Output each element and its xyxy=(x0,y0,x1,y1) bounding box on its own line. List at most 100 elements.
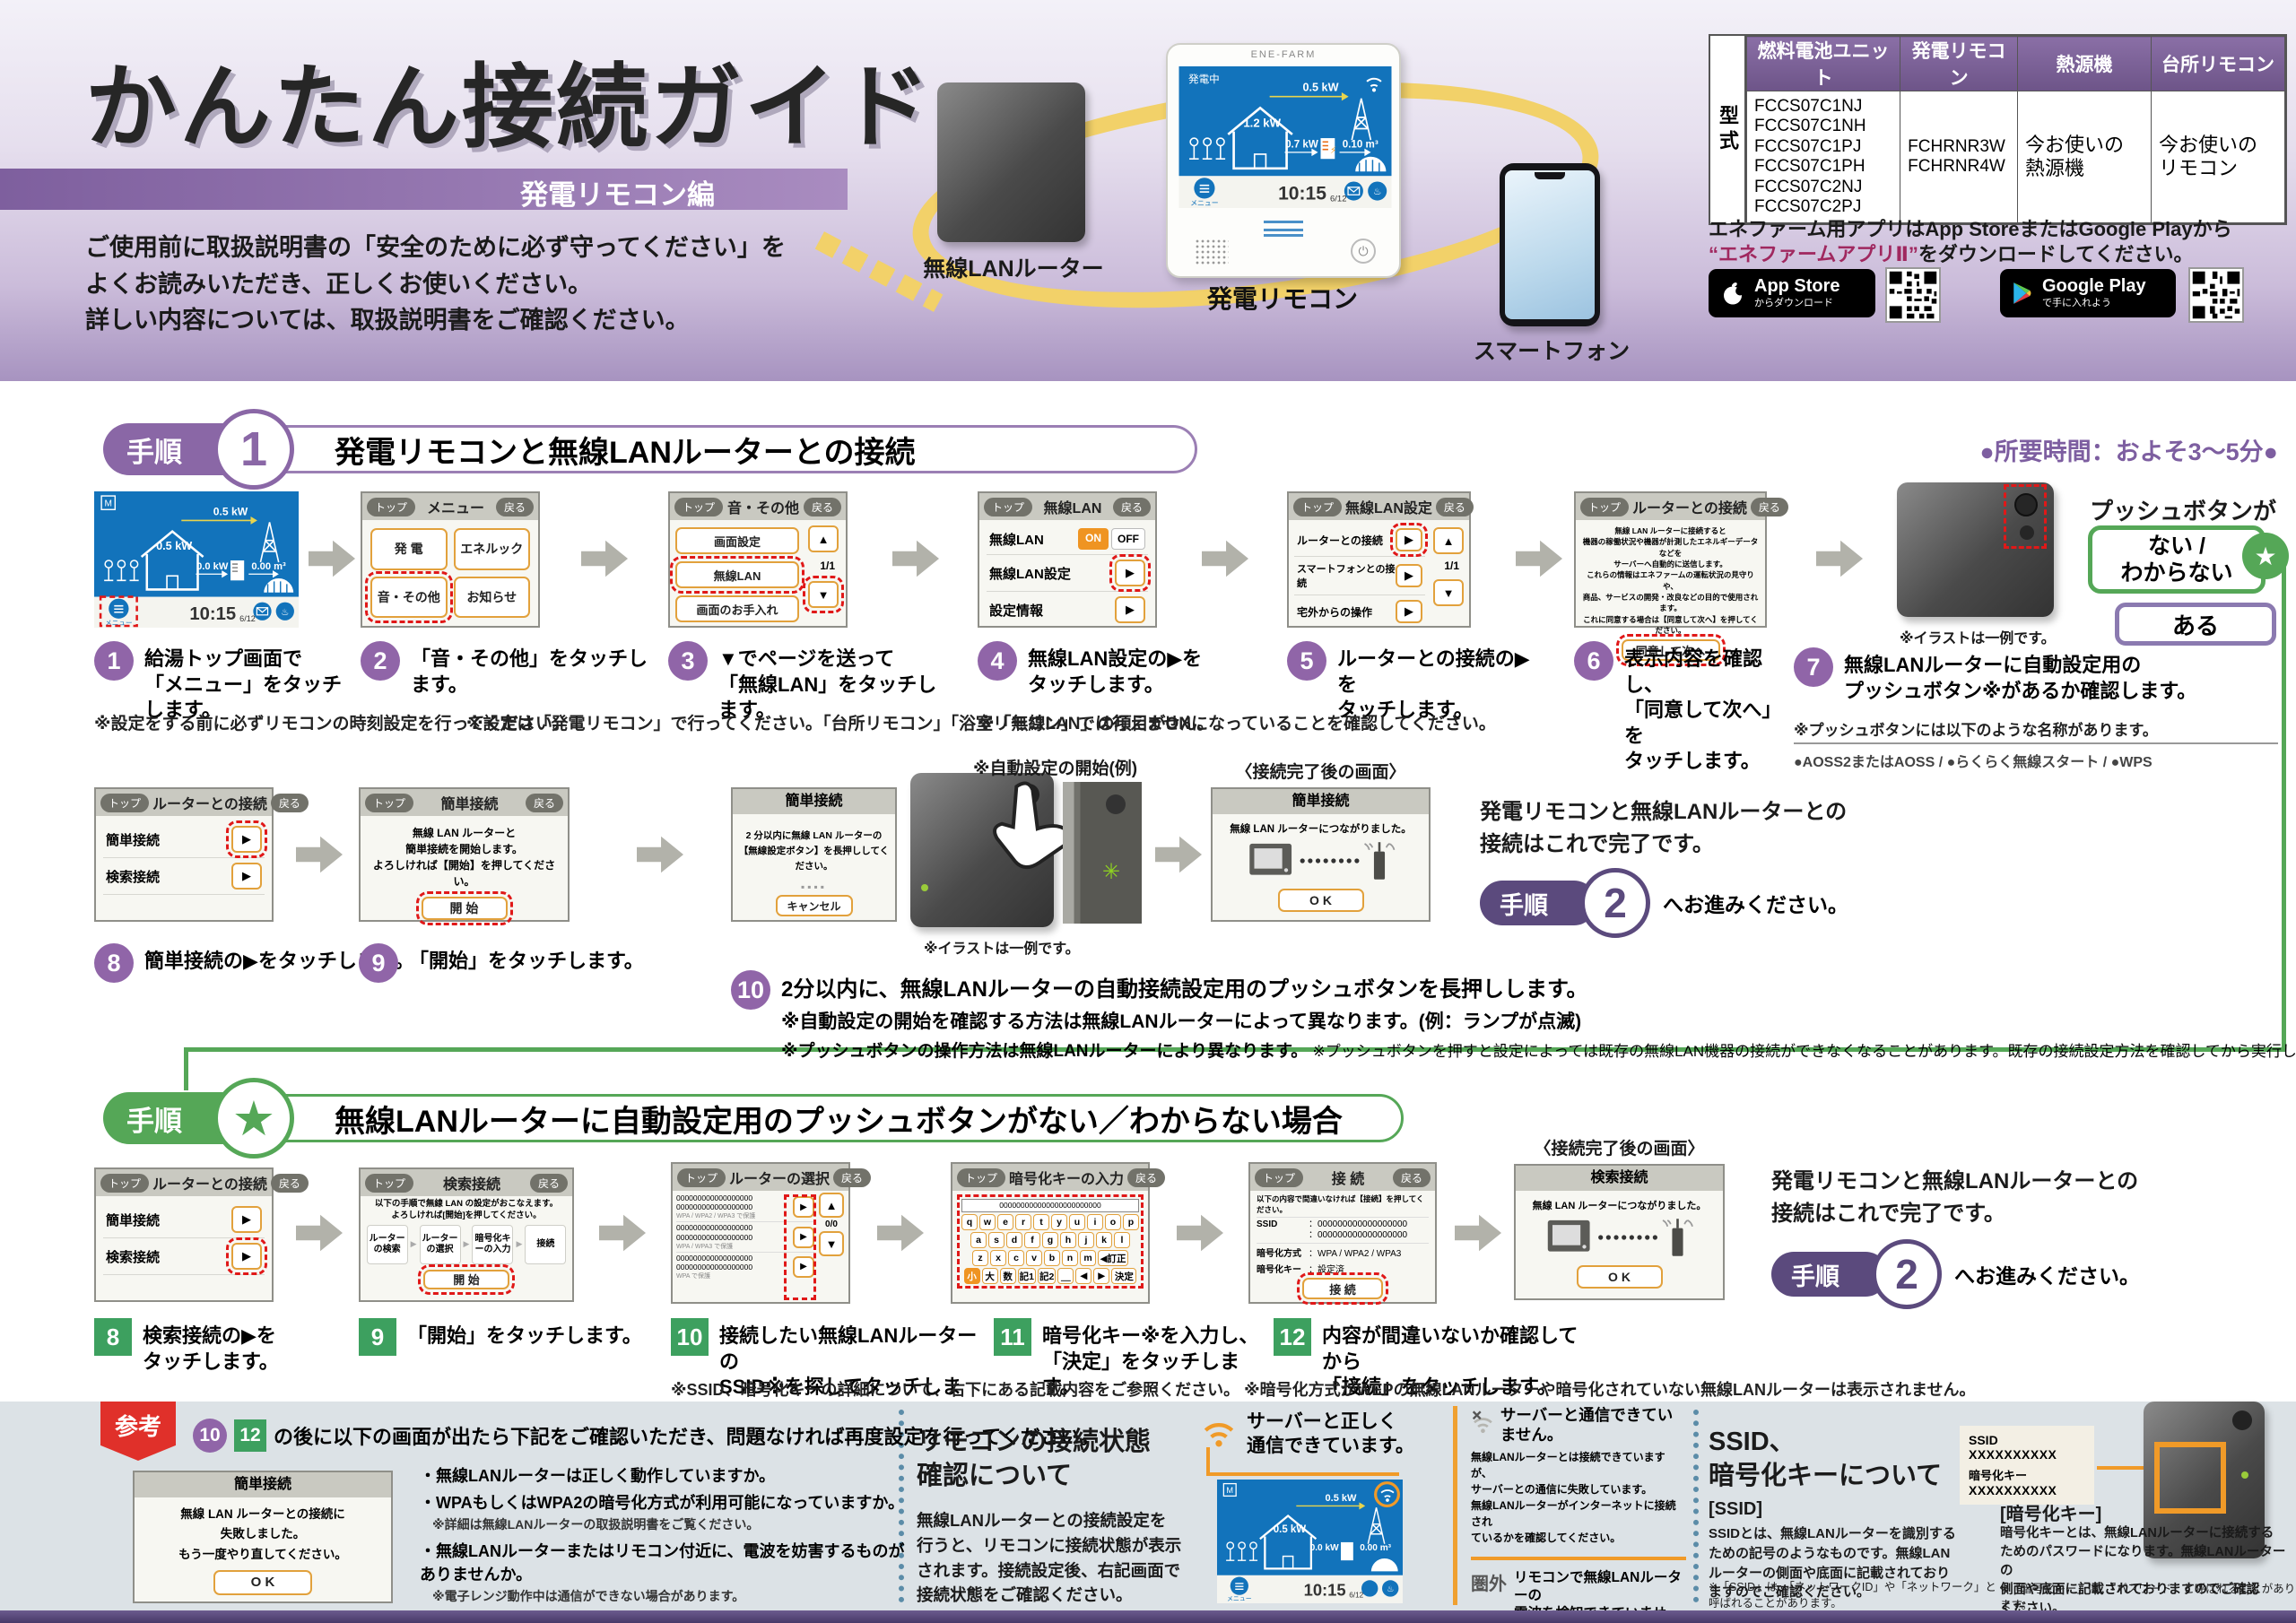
wlan-settings-label: 無線LAN設定 xyxy=(989,566,1071,582)
screen-sound-other: トップ音・その他戻る 画面設定 無線LAN 画面のお手入れ ▲ 1/1 ▼ xyxy=(668,491,848,628)
model-spec-table: 型式 燃料電池ユニット 発電リモコン 熱源機 台所リモコン FCCS07C1NJ… xyxy=(1709,34,2287,226)
screen-key-input: トップ暗号化キーの入力戻る 000000000000000000000000 q… xyxy=(951,1162,1166,1304)
lowercase-key: 小 xyxy=(963,1268,980,1284)
app-name: “エネファームアプリⅡ” xyxy=(1709,243,1918,265)
note-time-setting: ※設定をする前に必ずリモコンの時刻設定を行ってください。 xyxy=(94,715,570,733)
svg-text:10:15: 10:15 xyxy=(1304,1581,1346,1600)
arrow-icon xyxy=(1155,836,1202,873)
power-remote-illustration: ENE-FARM 発電中 1.2 kW 0.5 kW 0.7 kW xyxy=(1166,43,1401,278)
search-confirm-text: 以下の手順で無線 LAN の設定がおこなえます。 よろしければ[開始]を押してく… xyxy=(374,1199,559,1221)
step10-note1: ※自動設定の開始を確認する方法は無線LANルーターによって異なります。(例：ラン… xyxy=(781,1011,1582,1033)
screen-consent: トップルーターとの接続戻る 無線 LAN ルーターに接続すると 機器の稼働状況や… xyxy=(1574,491,1788,667)
status-ok-text: サーバーと正しく 通信できています。 xyxy=(1247,1411,1414,1457)
apple-icon xyxy=(1724,282,1745,305)
svg-text:⚡: ⚡ xyxy=(1330,145,1336,156)
menu-item-power: 発 電 xyxy=(370,528,448,570)
remote-router-link-icon xyxy=(1547,1219,1693,1256)
arrow-icon xyxy=(599,1214,646,1252)
googleplay-icon xyxy=(2013,282,2031,304)
svg-text:0.5 kW: 0.5 kW xyxy=(1326,1493,1358,1504)
remote-brand: ENE-FARM xyxy=(1250,49,1317,60)
status-title: リモコンの接続状態 確認について xyxy=(917,1428,1152,1490)
backspace-key: ◀訂正 xyxy=(1098,1250,1128,1266)
cancel-button: キャンセル xyxy=(775,895,853,917)
search-connect-next-button: ▶ xyxy=(231,863,262,890)
screen-search-done: 検索接続 無線 LAN ルーターにつながりました。 O K xyxy=(1514,1164,1725,1300)
screen-menu: トップメニュー戻る 発 電 エネルック 音・その他 お知らせ xyxy=(361,491,540,628)
router-connect-next-button: ▶ xyxy=(1390,523,1428,557)
arrow-icon xyxy=(892,540,939,577)
menu-label: メニュー xyxy=(1190,199,1219,207)
connected-text: 無線 LAN ルーターにつながりました。 xyxy=(1230,824,1412,835)
start-button: 開 始 xyxy=(418,1263,515,1295)
menu-item-sound-other: 音・その他 xyxy=(365,570,453,623)
item-wireless-lan: 無線LAN xyxy=(670,556,804,594)
step-label-3: 3▼でページを送って 「無線LAN」をタッチします。 xyxy=(668,641,937,724)
lamp-panel: ✳ xyxy=(1063,782,1142,924)
select-ssid-1-button: ▶ xyxy=(793,1196,814,1219)
appstore-badge: App Store からダウンロード xyxy=(1709,269,1875,317)
wifi-icon xyxy=(1366,77,1382,88)
setting-info-label: 設定情報 xyxy=(989,603,1044,619)
spec-row-header: 型式 xyxy=(1710,36,1746,224)
push-question: プッシュボタンが xyxy=(2090,498,2277,525)
router-label: 無線LANルーター xyxy=(923,256,1104,282)
svg-text:メニュー: メニュー xyxy=(1227,1596,1252,1602)
ssid-note: ※「SSID」は、「ネットワークID」や「ネットワーク」と 呼ばれることがありま… xyxy=(1709,1581,1996,1610)
duration-note: ●所要時間：およそ3～5分● xyxy=(1979,438,2278,465)
done-label: 〈接続完了後の画面〉 xyxy=(1235,763,1406,782)
screen-search-confirm: トップ検索接続戻る 以下の手順で無線 LAN の設定がおこなえます。 よろしけれ… xyxy=(359,1167,574,1302)
out-of-range-label: 圏外 xyxy=(1471,1574,1507,1594)
option-has-pushbutton: ある xyxy=(2115,603,2276,646)
svg-text:♨: ♨ xyxy=(281,608,289,618)
gas-value: 0.10 m³ xyxy=(1343,140,1378,151)
ssid-info-title: SSID、 暗号化キーについて xyxy=(1709,1428,1943,1490)
wifi-ok-icon xyxy=(1204,1423,1234,1447)
screen-router-select: トップルーターの選択戻る 000000000000000000 00000000… xyxy=(671,1162,872,1304)
ssid-heading: [SSID] xyxy=(1709,1499,1762,1519)
googleplay-caption: で手に入れよう xyxy=(2042,298,2111,308)
page-indicator: 1/1 xyxy=(820,560,835,572)
green-connector-h xyxy=(184,1047,2286,1052)
col-fuel-cell: 燃料電池ユニット xyxy=(1745,36,1901,91)
svg-text:10:15: 10:15 xyxy=(189,604,236,624)
label-location-highlight xyxy=(2154,1442,2226,1514)
remote-label: 発電リモコン xyxy=(1206,285,1358,313)
svg-text:0.5 kW: 0.5 kW xyxy=(213,505,248,517)
easy-confirm-text: 無線 LAN ルーターと 簡単接続を開始します。 よろしければ【開始】を押してく… xyxy=(372,827,556,888)
phone-label: スマートフォン xyxy=(1473,339,1631,364)
note-remote-type: ※設定は「発電リモコン」で行ってください。「台所リモコン」「浴室リモコン」では行… xyxy=(466,715,1214,733)
page-title: かんたん接続ガイド xyxy=(85,56,933,159)
check-item: ・無線LANルーターまたはリモコン付近に、電波を妨害するものがありませんか。 xyxy=(420,1542,905,1584)
page-down-button: ▼ xyxy=(819,1231,844,1256)
wlan-on-button: ON xyxy=(1078,528,1109,550)
easy-connect-next-button: ▶ xyxy=(231,1206,262,1233)
svg-text:M: M xyxy=(1226,1486,1233,1495)
item-screen-care: 画面のお手入れ xyxy=(675,595,799,622)
ok-button: O K xyxy=(1576,1265,1663,1289)
agree-next-button: 同意して次へ xyxy=(1615,634,1726,667)
speaker-grille xyxy=(1195,239,1229,265)
edition-label: 発電リモコン編 xyxy=(520,179,715,211)
status-ok-row: サーバーと正しく 通信できています。 xyxy=(1200,1410,1414,1459)
router-pushbutton-illustration xyxy=(1897,482,2054,617)
label-pointer-line xyxy=(2097,1466,2146,1470)
consent-text: 無線 LAN ルーターに接続すると 機器の稼働状況や機器が計測したエネルギーデー… xyxy=(1582,526,1759,635)
phone-notch xyxy=(1535,172,1565,179)
garden-icon xyxy=(1189,137,1226,161)
reference-checklist: ・無線LANルーターは正しく動作していますか。 ・WPAもしくはWPA2の暗号化… xyxy=(420,1463,909,1623)
svg-text:0.00 m³: 0.00 m³ xyxy=(1360,1543,1391,1553)
arrow-icon xyxy=(1516,540,1562,577)
step1-number: 1 xyxy=(213,409,294,490)
arrow-icon xyxy=(309,540,355,577)
router-label-illustration xyxy=(2144,1402,2265,1558)
page-down-button: ▼ xyxy=(803,576,844,613)
page-down-button: ▼ xyxy=(1433,579,1464,606)
arrow-icon xyxy=(1202,540,1248,577)
